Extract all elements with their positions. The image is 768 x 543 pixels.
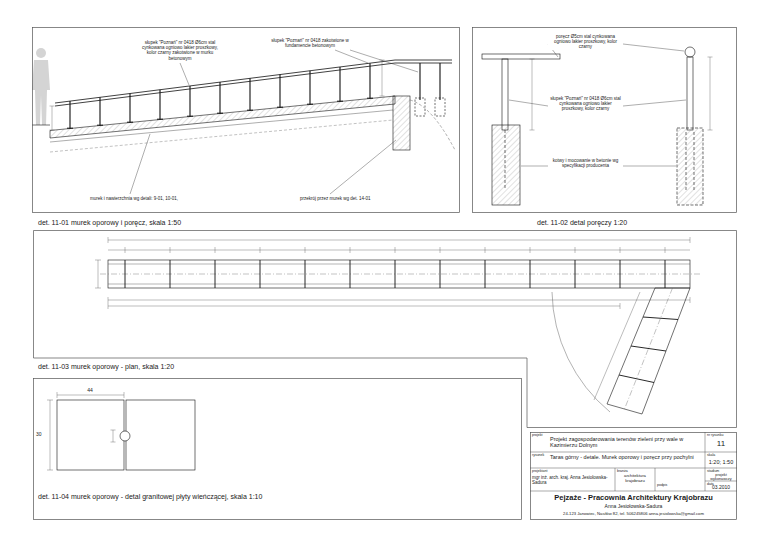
frame-border	[531, 433, 737, 520]
ground-line	[32, 125, 50, 126]
title-block-cell: rysunek	[532, 453, 549, 457]
title-block-cell: 03.2010	[706, 485, 736, 491]
detail-caption: det. 11-03 murek oporowy - plan, skala 1…	[38, 363, 518, 371]
title-block-cell: 11	[706, 439, 736, 448]
annotation: murek i nawierzchnia wg detali: 9-01, 10…	[90, 196, 200, 201]
dimension-line	[530, 59, 535, 130]
coping-slab-detail	[47, 392, 195, 470]
title-block-cell: Taras górny - detale. Murek oporowy i po…	[550, 454, 700, 460]
frame-border	[34, 231, 737, 428]
axis-line	[100, 274, 700, 275]
annotation: przekrój przez murek wg det. 14-01	[300, 196, 395, 201]
anchors	[686, 132, 694, 192]
dimension-line	[108, 237, 690, 243]
anchor	[505, 130, 506, 190]
granite-slab	[126, 400, 195, 470]
frame-outline	[33, 230, 737, 428]
detail-frame: det. 11-01 murek oporowy i poręcz, skala…	[32, 27, 460, 213]
handrail	[482, 54, 560, 59]
title-block-cell: projekt wykonawczy	[706, 473, 736, 482]
detail-caption: det. 11-01 murek oporowy i poręcz, skala…	[38, 219, 458, 227]
human-head	[36, 48, 46, 58]
railing-posts	[420, 63, 440, 100]
dimension-line	[594, 292, 640, 400]
title-block-cell: 1:20; 1:50	[706, 459, 736, 465]
annotation: słupek "Poznań" nr 0418 Ø6cm stal cynkow…	[548, 96, 623, 112]
title-block-cell: Pejzaże - Pracownia Architektury Krajobr…	[530, 494, 737, 503]
wall-section	[393, 96, 410, 150]
detail-caption: det. 11-04 murek oporowy - detal granito…	[38, 493, 518, 501]
annotation: słupek "Poznań" nr 0418 zakotwione w fun…	[265, 38, 355, 48]
frame-outline	[472, 27, 737, 213]
detail-frame: det. 11-04 murek oporowy - detal granito…	[33, 378, 522, 520]
post-positions	[125, 260, 665, 288]
wall-plan	[95, 237, 700, 414]
annotation: kotwy i mocowanie w betonie wg specyfika…	[548, 158, 623, 168]
title-block-cell: stadium	[707, 469, 736, 473]
leader-lines	[509, 44, 686, 166]
frame-outline	[32, 27, 460, 213]
leader-lines	[130, 50, 418, 194]
dimension-line	[95, 260, 101, 288]
dimension-line	[47, 400, 53, 470]
concrete-footing	[677, 128, 703, 205]
retaining-wall	[50, 96, 395, 138]
handrail-section	[685, 47, 695, 57]
title-block-cell: nr rysunku	[707, 433, 736, 437]
ground-line	[50, 110, 393, 142]
post	[687, 57, 693, 130]
title-block-cell: mgr inż. arch. kraj. Anna Jesiołowska-Sa…	[532, 475, 614, 485]
human-silhouette	[32, 48, 50, 125]
post-base-plates	[67, 98, 373, 128]
title-block-cell: branża	[617, 469, 653, 473]
title-block-cell: projektant	[532, 469, 572, 473]
dimension-line	[708, 57, 713, 130]
title-block-cell: 24-123 Janowiec, Nasiłów 82, tel. 506245…	[530, 512, 737, 517]
railing-detail	[482, 44, 713, 205]
title-block-cell: Projekt zagospodarowania terenów zieleni…	[550, 436, 700, 449]
section-elevation	[32, 48, 455, 194]
annotation: poręcz Ø5cm stal cynkowana ogniowo lakie…	[548, 34, 623, 50]
railing-posts	[70, 63, 370, 128]
granite-slab	[57, 400, 124, 470]
detail-frame: det. 11-02 detal poręczy 1:20	[472, 27, 737, 213]
post	[502, 59, 508, 130]
dimension-line	[380, 60, 385, 96]
axis-line	[625, 288, 673, 409]
dimension-value: 44	[80, 388, 100, 394]
title-block-cell: architektura krajobrazu	[616, 474, 654, 484]
radius-arc	[552, 292, 610, 412]
title-block: projektProjekt zagospodarowania terenów …	[530, 432, 737, 520]
annotation: słupek "Poznań" nr 0418 Ø6cm stal cynkow…	[140, 40, 220, 61]
frame-border	[33, 28, 460, 213]
slope-ground	[410, 100, 455, 150]
dimension-line	[108, 297, 690, 309]
post-footing	[435, 98, 445, 116]
detail-frame: det. 11-03 murek oporowy - plan, skala 1…	[33, 230, 737, 428]
frame-border	[34, 379, 522, 520]
frame-border	[473, 28, 737, 213]
ramp-wall-outline	[607, 288, 690, 414]
post-positions	[619, 317, 678, 383]
detail-caption: det. 11-02 detal poręczy 1:20	[537, 219, 737, 227]
dimension-line	[50, 106, 55, 130]
title-block-cell: Anna Jesiołowska-Sadura	[530, 504, 737, 510]
title-block-cell: podpis	[657, 483, 697, 487]
human-body	[32, 60, 50, 125]
post-notch	[120, 431, 130, 441]
dimension-line	[111, 430, 116, 442]
title-block-cell: skala	[707, 453, 736, 457]
table-grid	[530, 432, 737, 491]
dimension-value: 30	[36, 432, 46, 438]
concrete-footing	[492, 125, 520, 205]
dimension-chain	[108, 247, 690, 253]
